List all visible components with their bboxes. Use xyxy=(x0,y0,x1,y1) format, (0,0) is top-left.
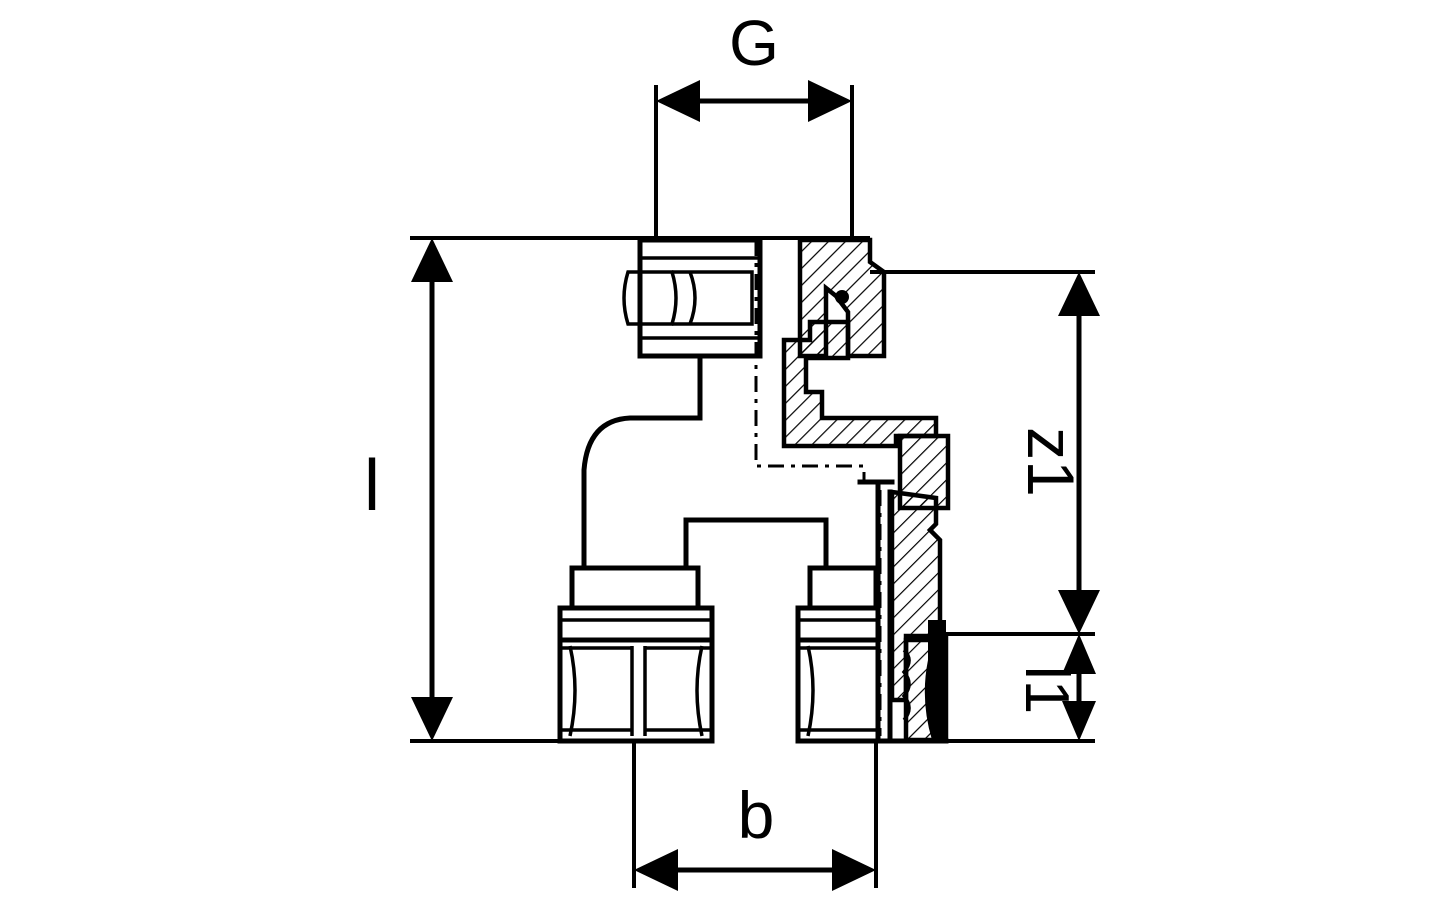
label-g: G xyxy=(729,7,779,79)
arrowhead-l-bottom xyxy=(411,697,453,741)
dimension-z1: z1 xyxy=(870,270,1100,636)
right-outlet-ring xyxy=(795,605,881,643)
arrowhead-l1-bottom xyxy=(1062,701,1096,741)
dimension-l1: l1 xyxy=(945,634,1096,743)
label-b: b xyxy=(738,778,775,852)
label-z1: z1 xyxy=(1014,427,1088,497)
insert-thread xyxy=(901,648,911,722)
top-seal-ring xyxy=(835,290,849,304)
outlet-bridge xyxy=(683,517,829,571)
arrowhead-g-right xyxy=(808,80,852,122)
left-outlet-nut xyxy=(557,637,715,744)
top-nut-face-center xyxy=(672,270,754,326)
arrowhead-g-left xyxy=(656,80,700,122)
left-nut-chamfers xyxy=(560,646,712,732)
label-l: l xyxy=(364,446,380,526)
left-nut-facet-1 xyxy=(568,645,577,737)
label-l1: l1 xyxy=(1012,666,1081,714)
left-nut-facet-4 xyxy=(695,645,704,737)
lock-ring-section xyxy=(897,433,951,511)
left-outlet-ring xyxy=(557,605,715,643)
left-outlet-collar xyxy=(569,565,701,611)
arrowhead-z1-top xyxy=(1058,272,1100,316)
center-line xyxy=(754,240,882,736)
insert-black xyxy=(924,620,946,740)
arrowhead-b-left xyxy=(634,849,678,891)
arrowhead-l-top xyxy=(411,238,453,282)
dimension-g: G xyxy=(654,7,854,238)
dimension-l: l xyxy=(364,236,870,743)
right-nut-chamfers xyxy=(798,646,878,732)
arrowhead-b-right xyxy=(832,849,876,891)
right-outlet-collar xyxy=(807,565,879,611)
elbow-outer-edge xyxy=(581,415,703,571)
fitting-body xyxy=(557,237,881,744)
dimension-b: b xyxy=(632,741,878,891)
top-nut-face-curve xyxy=(688,271,697,325)
section-view xyxy=(781,237,951,744)
right-nut-facet-1 xyxy=(806,645,815,737)
arrowhead-l1-top xyxy=(1062,634,1096,674)
arrowhead-z1-bottom xyxy=(1058,590,1100,634)
body-wall-section xyxy=(781,319,939,449)
